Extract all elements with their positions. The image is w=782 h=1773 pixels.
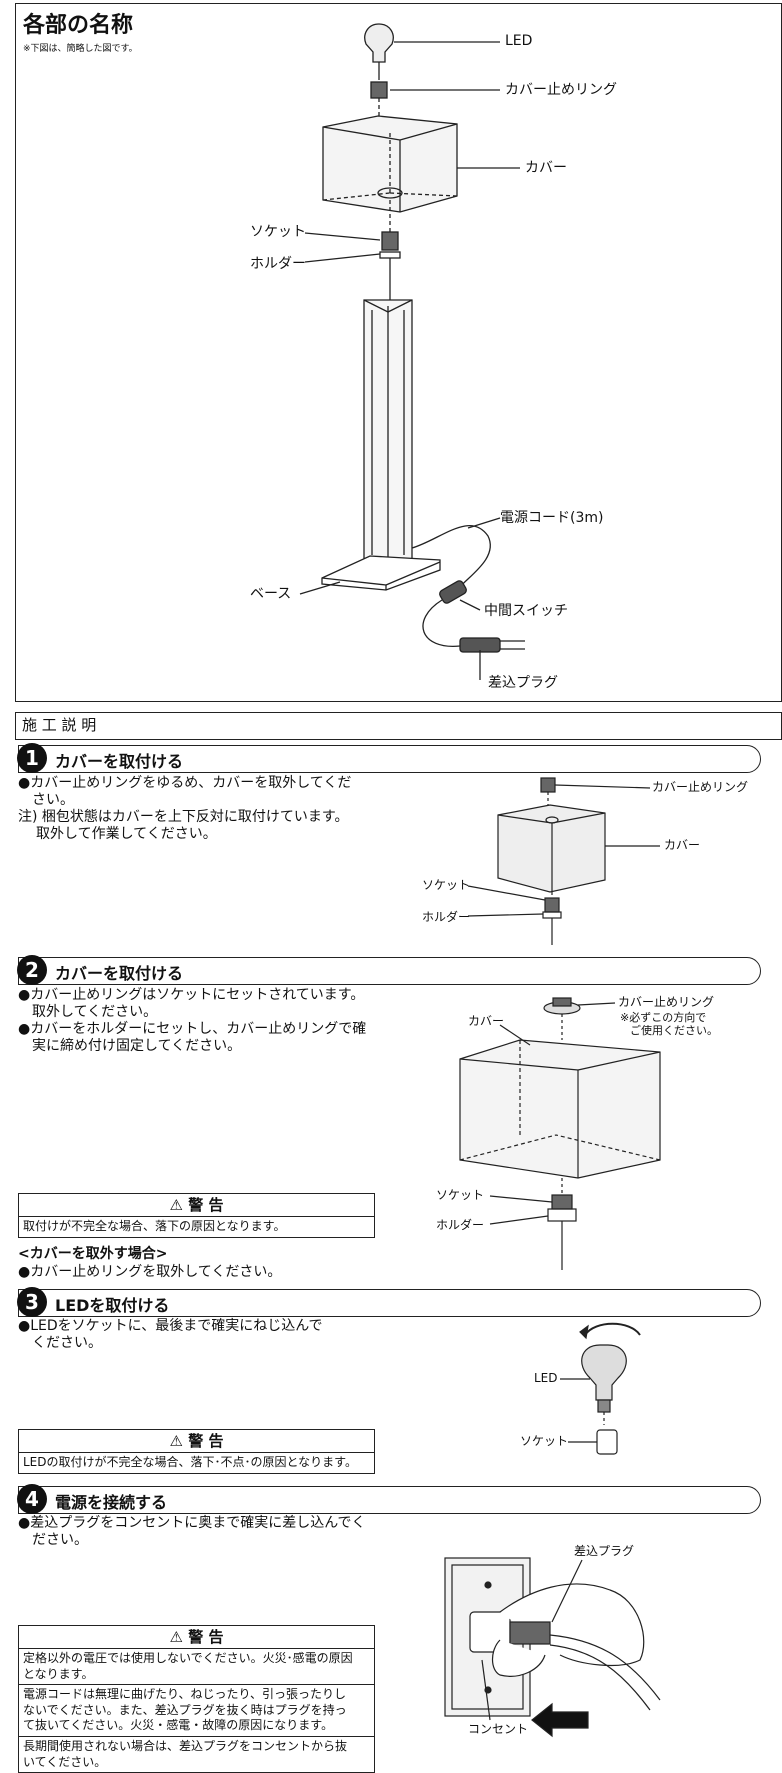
step4-heading-bar: 4 電源を接続する [17, 1484, 761, 1514]
step2-label-cover: カバー [468, 1014, 505, 1028]
step4-label-outlet: コンセント [468, 1722, 529, 1736]
label-cover: カバー [525, 160, 567, 176]
step3-text-b: ください。 [32, 1335, 102, 1351]
step1-label-socket: ソケット [422, 878, 471, 892]
step3-warning-title: ⚠ 警 告 [19, 1430, 374, 1453]
step3-heading-bar: 3 LEDを取付ける [17, 1287, 761, 1317]
step1-text-b: さい。 [32, 792, 74, 808]
step3-heading: LEDを取付ける [55, 1296, 170, 1315]
step4-warning-p3b: いてください。 [23, 1754, 107, 1769]
step4-warning-p3a: 長期間使用されない場合は、差込プラグをコンセントから抜 [23, 1738, 348, 1753]
step2-warning-body: 取付けが不完全な場合、落下の原因となります。 [23, 1219, 286, 1233]
label-socket: ソケット [250, 224, 306, 240]
step3-label-socket: ソケット [520, 1434, 569, 1448]
step1-note-b: 取外して作業してください。 [36, 826, 217, 842]
step2-text2-a: ●カバーをホルダーにセットし、カバー止めリングで確 [18, 1021, 367, 1037]
step1-label-cover: カバー [664, 838, 701, 852]
step4-heading: 電源を接続する [55, 1493, 168, 1512]
step1-label-holder: ホルダー [422, 910, 471, 924]
step2-warning-box: ⚠ 警 告 取付けが不完全な場合、落下の原因となります。 [18, 1193, 375, 1238]
step4-warning-box: ⚠ 警 告 定格以外の電圧では使用しないでください。火災･感電の原因 となります… [18, 1625, 375, 1773]
label-led: LED [505, 33, 533, 49]
step4-warning-p1b: となります。 [23, 1666, 94, 1681]
step2-warning-title: ⚠ 警 告 [19, 1194, 374, 1217]
step4-warning-p2c: て抜いてください。火災・感電・故障の原因になります。 [23, 1718, 334, 1733]
step4-warning-p2b: ないでください。また、差込プラグを抜く時はプラグを持っ [23, 1702, 347, 1717]
step3-label-led: LED [534, 1371, 558, 1385]
step1-heading: カバーを取付ける [55, 752, 184, 771]
label-cord: 電源コード(3m) [500, 510, 604, 526]
step2-label-holder: ホルダー [436, 1218, 485, 1232]
step2-heading-bar: 2 カバーを取付ける [17, 955, 761, 985]
step3-warning-body: LEDの取付けが不完全な場合、落下･不点･の原因となります。 [23, 1455, 357, 1469]
step2-text1-b: 取外してください。 [32, 1004, 158, 1020]
step1-heading-bar: 1 カバーを取付ける [17, 743, 761, 773]
step2-number: 2 [17, 955, 47, 985]
step4-text-a: ●差込プラグをコンセントに奥まで確実に差し込んでく [18, 1515, 366, 1531]
parts-note: ※下図は、簡略した図です。 [23, 44, 138, 54]
step1-label-ring: カバー止めリング [652, 780, 749, 794]
label-switch: 中間スイッチ [484, 603, 568, 619]
step4-label-plug: 差込プラグ [574, 1544, 635, 1558]
step3-number: 3 [17, 1287, 47, 1317]
step2-label-socket: ソケット [436, 1188, 485, 1202]
label-holder: ホルダー [250, 256, 306, 272]
step4-warning-p2: 電源コードは無理に曲げたり、ねじったり、引っ張ったりし ないでください。また、差… [19, 1684, 374, 1736]
step2-ring-note-b: ご使用ください。 [630, 1024, 718, 1037]
instructions-title: 施 工 説 明 [22, 716, 97, 734]
step4-warning-p2a: 電源コードは無理に曲げたり、ねじったり、引っ張ったりし [23, 1687, 347, 1702]
label-plug: 差込プラグ [488, 675, 558, 691]
step2-text2-b: 実に締め付け固定してください。 [32, 1038, 242, 1054]
step4-warning-p1: 定格以外の電圧では使用しないでください。火災･感電の原因 となります。 [19, 1649, 374, 1684]
step4-warning-p1a: 定格以外の電圧では使用しないでください。火災･感電の原因 [23, 1651, 353, 1665]
step4-text-b: ださい。 [32, 1532, 88, 1548]
step3-text-a: ●LEDをソケットに、最後まで確実にねじ込んで [18, 1318, 323, 1334]
step2-heading: カバーを取付ける [55, 964, 184, 983]
step4-warning-title: ⚠ 警 告 [19, 1626, 374, 1649]
step1-text-a: ●カバー止めリングをゆるめ、カバーを取外してくだ [18, 775, 352, 791]
step2-remove-text: ●カバー止めリングを取外してください。 [18, 1264, 282, 1280]
step3-warning-box: ⚠ 警 告 LEDの取付けが不完全な場合、落下･不点･の原因となります。 [18, 1429, 375, 1474]
step2-remove-heading: <カバーを取外す場合> [18, 1246, 168, 1262]
step4-warning-p3: 長期間使用されない場合は、差込プラグをコンセントから抜 いてください。 [19, 1735, 374, 1772]
step1-note-a: 注) 梱包状態はカバーを上下反対に取付けています。 [18, 809, 349, 825]
step2-text1-a: ●カバー止めリングはソケットにセットされています。 [18, 987, 365, 1003]
step4-number: 4 [17, 1484, 47, 1514]
step2-ring-note-a: ※必ずこの方向で [620, 1011, 707, 1024]
step1-number: 1 [17, 743, 47, 773]
parts-title: 各部の名称 [23, 13, 134, 38]
label-base: ベース [250, 586, 292, 602]
step2-label-ring: カバー止めリング [618, 995, 715, 1009]
label-cover-ring: カバー止めリング [505, 82, 617, 98]
